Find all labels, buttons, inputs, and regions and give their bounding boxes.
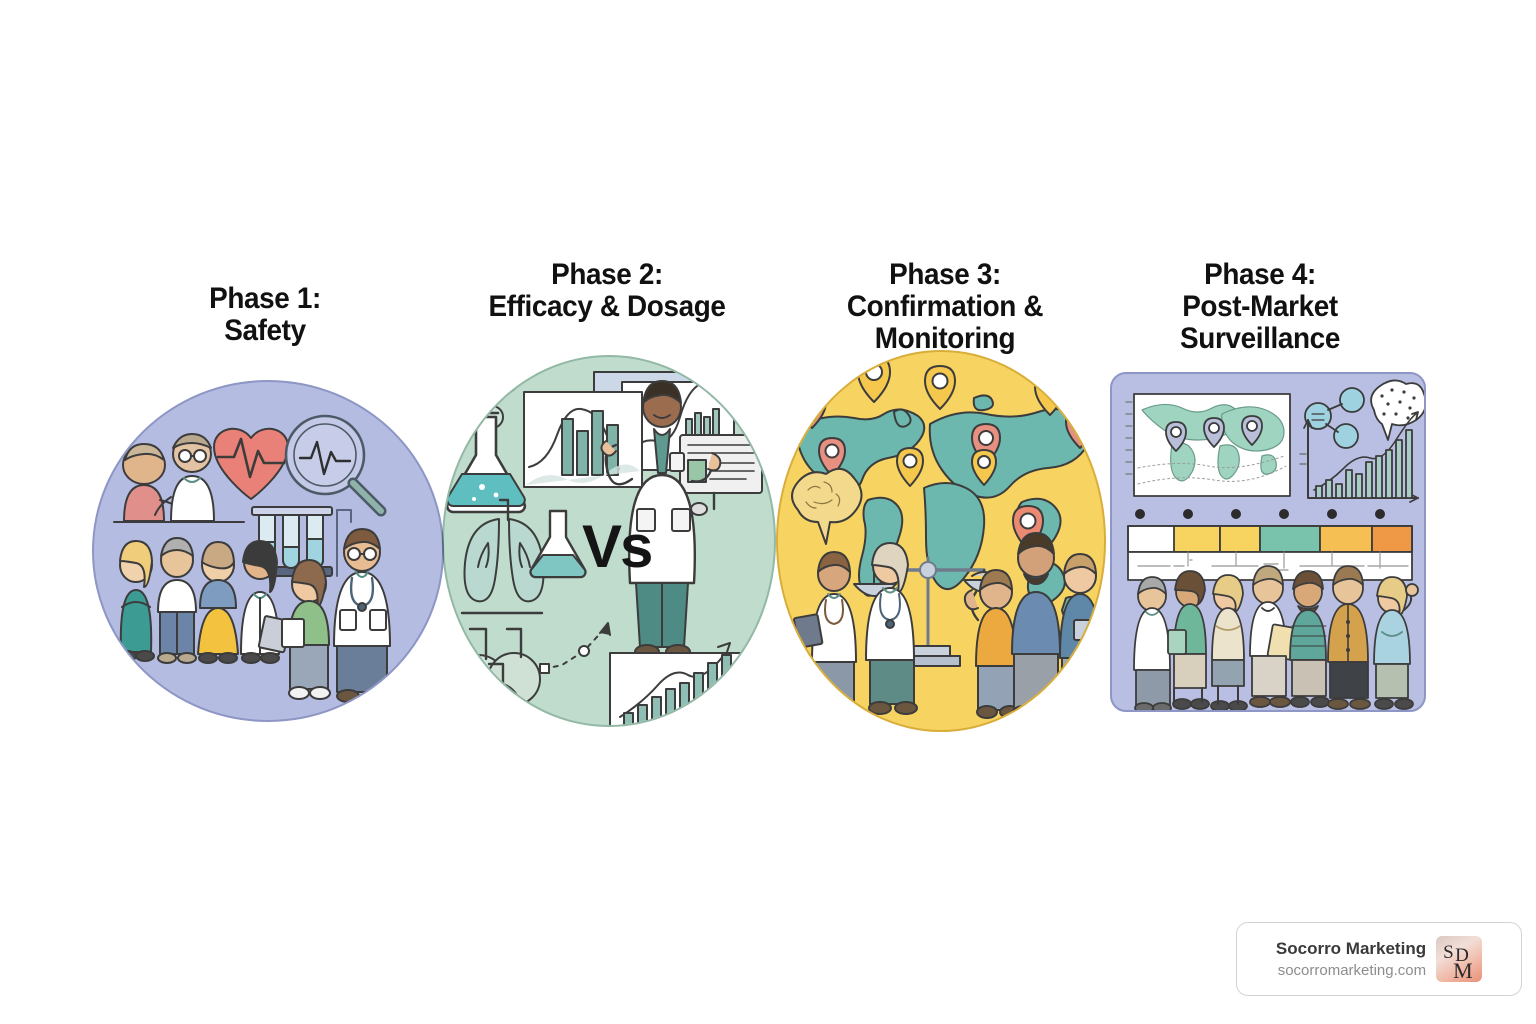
phase-4-title: Phase 4:Post-Market Surveillance xyxy=(1148,258,1371,356)
phase-1-title-line1: Phase 1: xyxy=(209,282,321,315)
phase-4-title-line2: Post-Market Surveillance xyxy=(1180,290,1340,356)
phase-2-circle xyxy=(442,355,776,727)
heart-ecg-icon xyxy=(213,427,289,500)
participant-group-icon xyxy=(117,537,292,664)
trend-arrow-icon xyxy=(539,622,611,674)
watermark-text: Socorro Marketing socorromarketing.com xyxy=(1276,939,1426,979)
phase-2-title-line1: Phase 2: xyxy=(551,258,663,291)
world-map-panel-icon xyxy=(1125,393,1291,497)
phase-1-title: Phase 1:Safety xyxy=(130,282,400,348)
chart-panels-icon xyxy=(523,371,735,488)
phase-2-title: Phase 2:Efficacy & Dosage xyxy=(463,258,751,324)
molecule-icon xyxy=(1304,387,1365,449)
phase-1-circle xyxy=(92,380,444,722)
brain-icon xyxy=(791,467,863,545)
phase-4-panel xyxy=(1110,372,1426,712)
phase-3-title-line1: Phase 3: xyxy=(889,258,1001,291)
watermark-logo-letters: S D M xyxy=(1436,936,1482,982)
magnifier-ecg-icon xyxy=(284,414,387,517)
phase-2-illustration xyxy=(444,357,774,725)
phase-3-illustration xyxy=(778,352,1104,730)
phase-1-title-line2: Safety xyxy=(224,314,306,348)
watermark-logo: S D M xyxy=(1436,936,1483,982)
phase-3-circle xyxy=(776,350,1106,732)
logo-letter-d: D xyxy=(1455,945,1469,966)
lungs-icon xyxy=(460,498,545,615)
vs-label: Vs xyxy=(582,513,653,580)
watermark-badge[interactable]: Socorro Marketing socorromarketing.com S… xyxy=(1236,922,1522,996)
phase-3-title: Phase 3:Confirmation & Monitoring xyxy=(782,258,1108,356)
bar-chart-icon xyxy=(1299,411,1419,503)
phase-2-title-line2: Efficacy & Dosage xyxy=(488,290,726,324)
growth-chart-icon xyxy=(609,642,741,725)
phase-4-title-line1: Phase 4: xyxy=(1204,258,1316,291)
lab-flasks-icon xyxy=(448,627,541,725)
watermark-brand-name: Socorro Marketing xyxy=(1275,939,1427,958)
logo-letter-m: M xyxy=(1453,958,1473,982)
phase-4-illustration xyxy=(1112,374,1424,710)
public-group-icon xyxy=(1133,565,1419,710)
erlenmeyer-flask-icon xyxy=(445,411,527,514)
logo-letter-s: S xyxy=(1443,942,1454,963)
patient-examination-icon xyxy=(113,433,245,523)
brain-icon xyxy=(1370,379,1424,441)
round-flask-icon xyxy=(529,509,587,579)
watermark-url: socorromarketing.com xyxy=(1277,962,1427,979)
doctor-presenter-icon xyxy=(600,380,763,660)
phase-3-title-line2: Confirmation & Monitoring xyxy=(846,290,1044,356)
phase-1-illustration xyxy=(94,382,442,720)
